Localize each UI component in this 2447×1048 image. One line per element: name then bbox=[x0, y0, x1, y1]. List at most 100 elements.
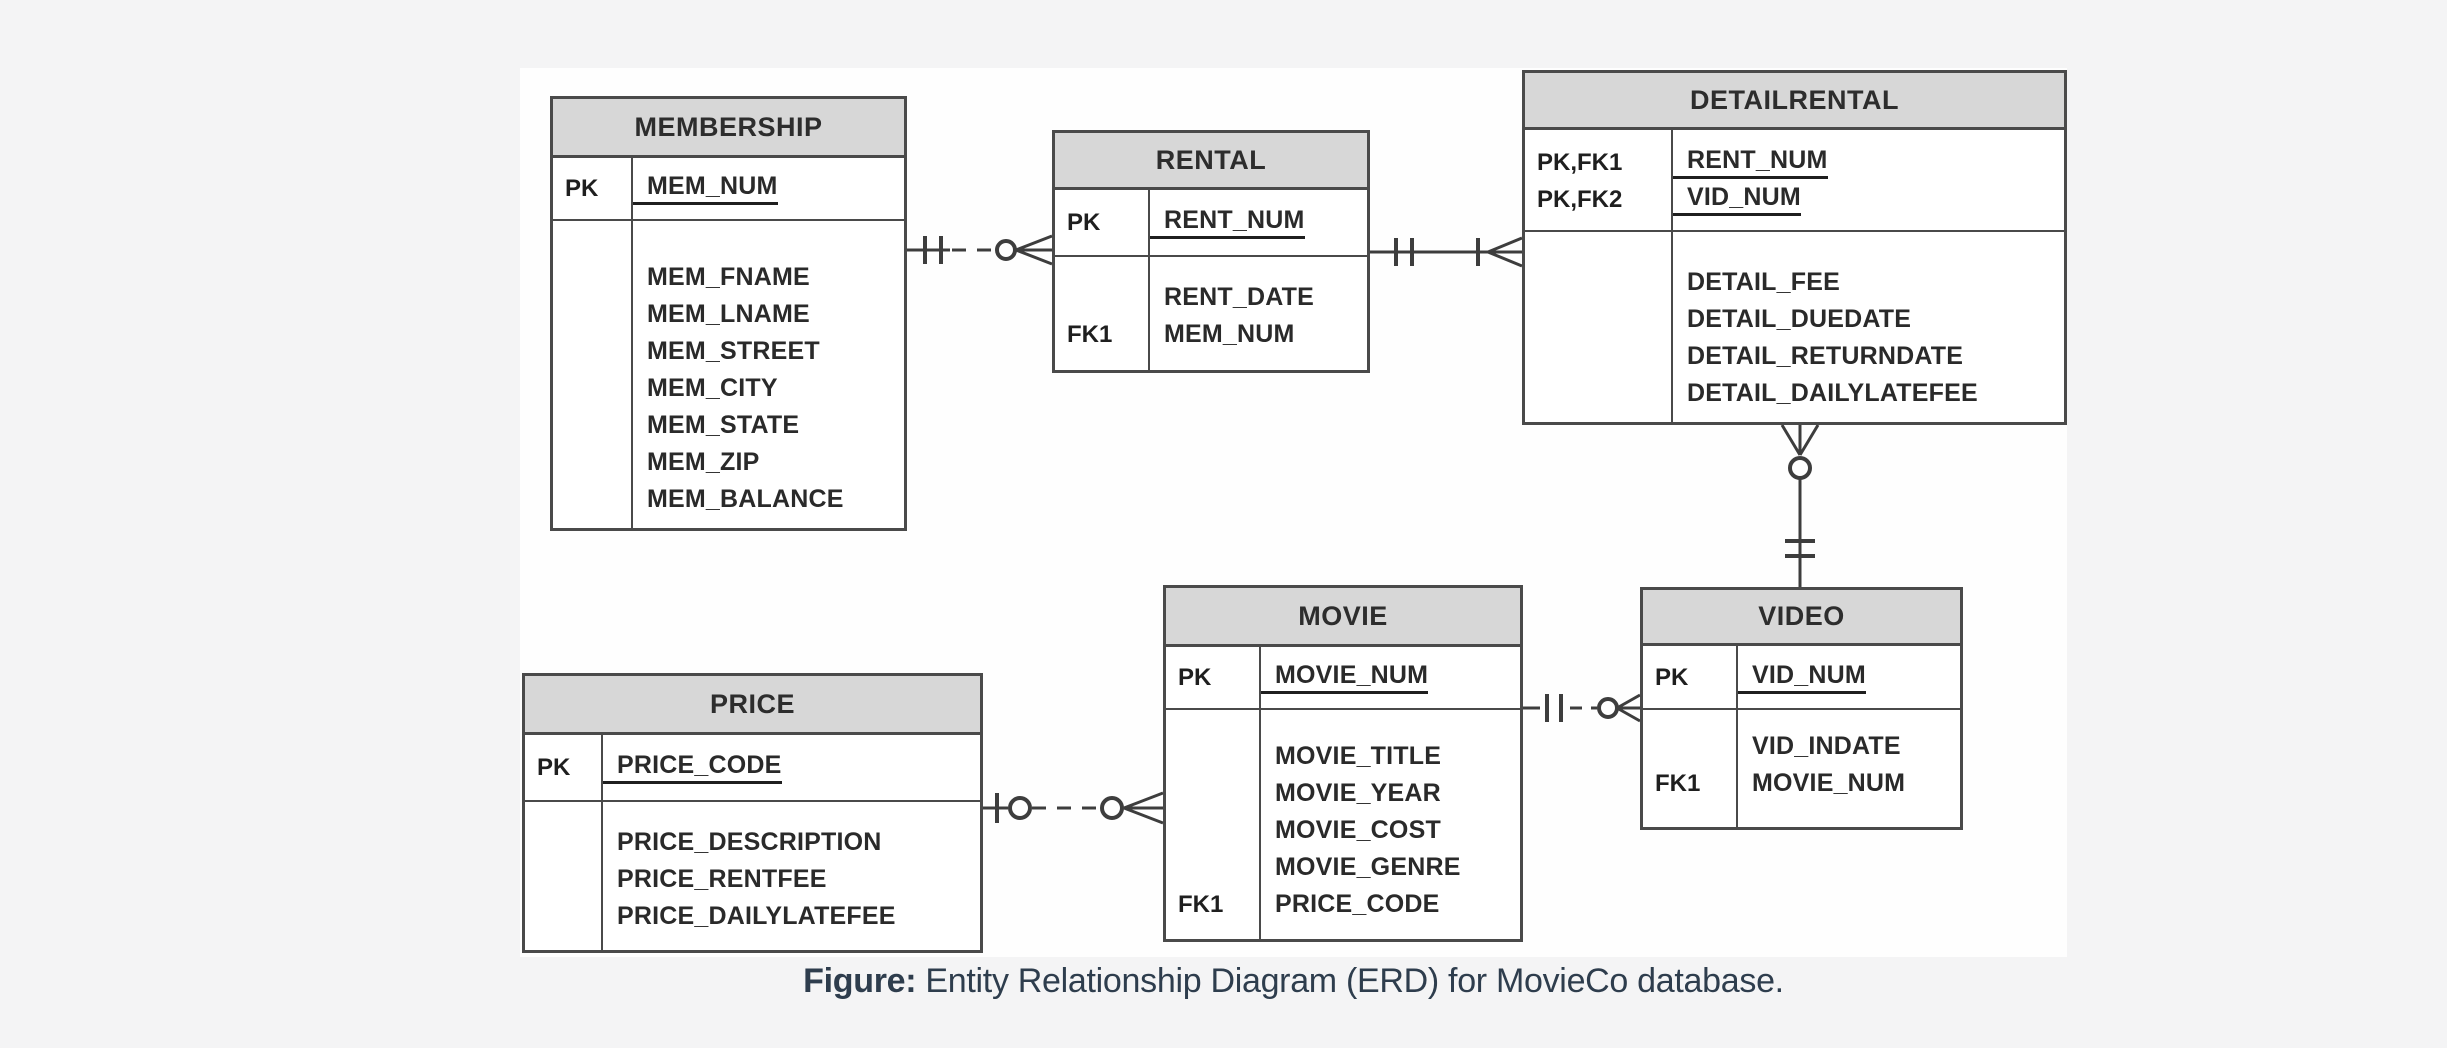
attribute-row: FK1 MOVIE_NUM bbox=[1643, 765, 1960, 802]
key-section: PK MOVIE_NUM bbox=[1166, 647, 1520, 710]
attribute-row: MEM_STATE bbox=[553, 407, 904, 444]
entity-body: PK PRICE_CODE PRICE_DESCRIPTION PRICE_RENT… bbox=[525, 735, 980, 950]
attribute-section: DETAIL_FEE DETAIL_DUEDATE DETAIL_RETURNDAT… bbox=[1525, 232, 2064, 412]
entity-rental: RENTAL PK RENT_NUM RENT_DATE FK1 MEM_NUM bbox=[1052, 130, 1370, 373]
attribute-row: MOVIE_TITLE bbox=[1166, 738, 1520, 775]
attribute-name: MEM_FNAME bbox=[647, 263, 810, 291]
attribute-name: MOVIE_COST bbox=[1275, 816, 1441, 844]
entity-title: VIDEO bbox=[1643, 590, 1960, 646]
key-section: PK,FK1 RENT_NUM PK,FK2 VID_NUM bbox=[1525, 130, 2064, 232]
attribute-name: MEM_STREET bbox=[647, 337, 820, 365]
attribute-name: MEM_CITY bbox=[647, 374, 778, 402]
attribute-name: MEM_ZIP bbox=[647, 448, 760, 476]
key-attribute-row: PK,FK2 VID_NUM bbox=[1525, 181, 2064, 218]
caption-label: Figure: bbox=[803, 962, 917, 1000]
attribute-row: DETAIL_FEE bbox=[1525, 264, 2064, 301]
entity-title: MOVIE bbox=[1166, 588, 1520, 647]
entity-title: PRICE bbox=[525, 676, 980, 735]
attribute-section: RENT_DATE FK1 MEM_NUM bbox=[1055, 257, 1367, 353]
attribute-name: MOVIE_YEAR bbox=[1275, 779, 1441, 807]
attribute-name: PRICE_DAILYLATEFEE bbox=[617, 902, 896, 930]
key-section: PK MEM_NUM bbox=[553, 158, 904, 221]
attribute-name: PRICE_DESCRIPTION bbox=[617, 828, 882, 856]
figure-caption: Figure: Entity Relationship Diagram (ERD… bbox=[520, 958, 2067, 1004]
attribute-name: MOVIE_NUM bbox=[1752, 769, 1906, 797]
attribute-name: DETAIL_DAILYLATEFEE bbox=[1687, 379, 1978, 407]
attribute-row: FK1 PRICE_CODE bbox=[1166, 886, 1520, 923]
attribute-row: MEM_FNAME bbox=[553, 259, 904, 296]
attribute-name: PRICE_CODE bbox=[601, 751, 782, 784]
attribute-name: PRICE_RENTFEE bbox=[617, 865, 827, 893]
entity-body: PK RENT_NUM RENT_DATE FK1 MEM_NUM bbox=[1055, 190, 1367, 370]
attribute-row: MEM_CITY bbox=[553, 370, 904, 407]
attribute-name: RENT_NUM bbox=[1671, 146, 1828, 179]
attribute-name: MOVIE_GENRE bbox=[1275, 853, 1461, 881]
key-tag: PK,FK2 bbox=[1537, 185, 1623, 213]
attribute-row: DETAIL_DAILYLATEFEE bbox=[1525, 375, 2064, 412]
attribute-name: RENT_DATE bbox=[1164, 283, 1314, 311]
attribute-row: MOVIE_GENRE bbox=[1166, 849, 1520, 886]
attribute-row: MEM_LNAME bbox=[553, 296, 904, 333]
attribute-name: DETAIL_DUEDATE bbox=[1687, 305, 1912, 333]
attribute-section: MEM_FNAME MEM_LNAME MEM_STREET MEM_CITY MEM_… bbox=[553, 221, 904, 518]
attribute-row: RENT_DATE bbox=[1055, 279, 1367, 316]
attribute-section: PRICE_DESCRIPTION PRICE_RENTFEE PRICE_DAIL… bbox=[525, 802, 980, 935]
attribute-row: MEM_BALANCE bbox=[553, 481, 904, 518]
key-section: PK RENT_NUM bbox=[1055, 190, 1367, 257]
attribute-name: PRICE_CODE bbox=[1275, 890, 1440, 918]
attribute-row: MOVIE_YEAR bbox=[1166, 775, 1520, 812]
attribute-section: MOVIE_TITLE MOVIE_YEAR MOVIE_COST MOVIE_GEN… bbox=[1166, 710, 1520, 923]
attribute-name: MEM_NUM bbox=[1164, 320, 1295, 348]
key-column-divider bbox=[1736, 646, 1738, 827]
attribute-name: DETAIL_FEE bbox=[1687, 268, 1840, 296]
attribute-name: MOVIE_TITLE bbox=[1275, 742, 1442, 770]
attribute-row: PRICE_RENTFEE bbox=[525, 861, 980, 898]
entity-body: PK MOVIE_NUM MOVIE_TITLE MOVIE_YEAR MOVIE_C… bbox=[1166, 647, 1520, 939]
attribute-name: DETAIL_RETURNDATE bbox=[1687, 342, 1964, 370]
key-tag: FK1 bbox=[1655, 769, 1701, 797]
attribute-section: VID_INDATE FK1 MOVIE_NUM bbox=[1643, 710, 1960, 802]
entity-title: RENTAL bbox=[1055, 133, 1367, 190]
key-column-divider bbox=[1259, 647, 1261, 939]
key-column-divider bbox=[631, 158, 633, 528]
attribute-name: MEM_NUM bbox=[631, 172, 778, 205]
attribute-name: MEM_LNAME bbox=[647, 300, 810, 328]
key-attribute-row: PK,FK1 RENT_NUM bbox=[1525, 144, 2064, 181]
entity-title: MEMBERSHIP bbox=[553, 99, 904, 158]
attribute-row: DETAIL_DUEDATE bbox=[1525, 301, 2064, 338]
key-tag: FK1 bbox=[1178, 890, 1224, 918]
caption-text: Entity Relationship Diagram (ERD) for Mo… bbox=[916, 962, 1784, 1000]
key-tag: PK bbox=[565, 174, 599, 202]
attribute-row: PRICE_DESCRIPTION bbox=[525, 824, 980, 861]
key-section: PK PRICE_CODE bbox=[525, 735, 980, 802]
key-tag: PK bbox=[1178, 663, 1212, 691]
attribute-row: MEM_ZIP bbox=[553, 444, 904, 481]
key-tag: PK bbox=[1067, 208, 1101, 236]
attribute-name: VID_NUM bbox=[1671, 183, 1801, 216]
attribute-row: MOVIE_COST bbox=[1166, 812, 1520, 849]
attribute-row: DETAIL_RETURNDATE bbox=[1525, 338, 2064, 375]
key-column-divider bbox=[1148, 190, 1150, 370]
attribute-name: MEM_BALANCE bbox=[647, 485, 844, 513]
entity-title: DETAILRENTAL bbox=[1525, 73, 2064, 130]
attribute-name: MOVIE_NUM bbox=[1259, 661, 1429, 694]
attribute-name: MEM_STATE bbox=[647, 411, 800, 439]
attribute-row: VID_INDATE bbox=[1643, 728, 1960, 765]
entity-detailrental: DETAILRENTAL PK,FK1 RENT_NUM PK,FK2 VID_NUM… bbox=[1522, 70, 2067, 425]
key-tag: FK1 bbox=[1067, 320, 1113, 348]
key-tag: PK,FK1 bbox=[1537, 148, 1623, 176]
key-attribute-row: PK MOVIE_NUM bbox=[1166, 659, 1520, 696]
attribute-name: RENT_NUM bbox=[1148, 206, 1305, 239]
attribute-name: VID_INDATE bbox=[1752, 732, 1901, 760]
key-tag: PK bbox=[537, 753, 571, 781]
key-attribute-row: PK MEM_NUM bbox=[553, 170, 904, 207]
